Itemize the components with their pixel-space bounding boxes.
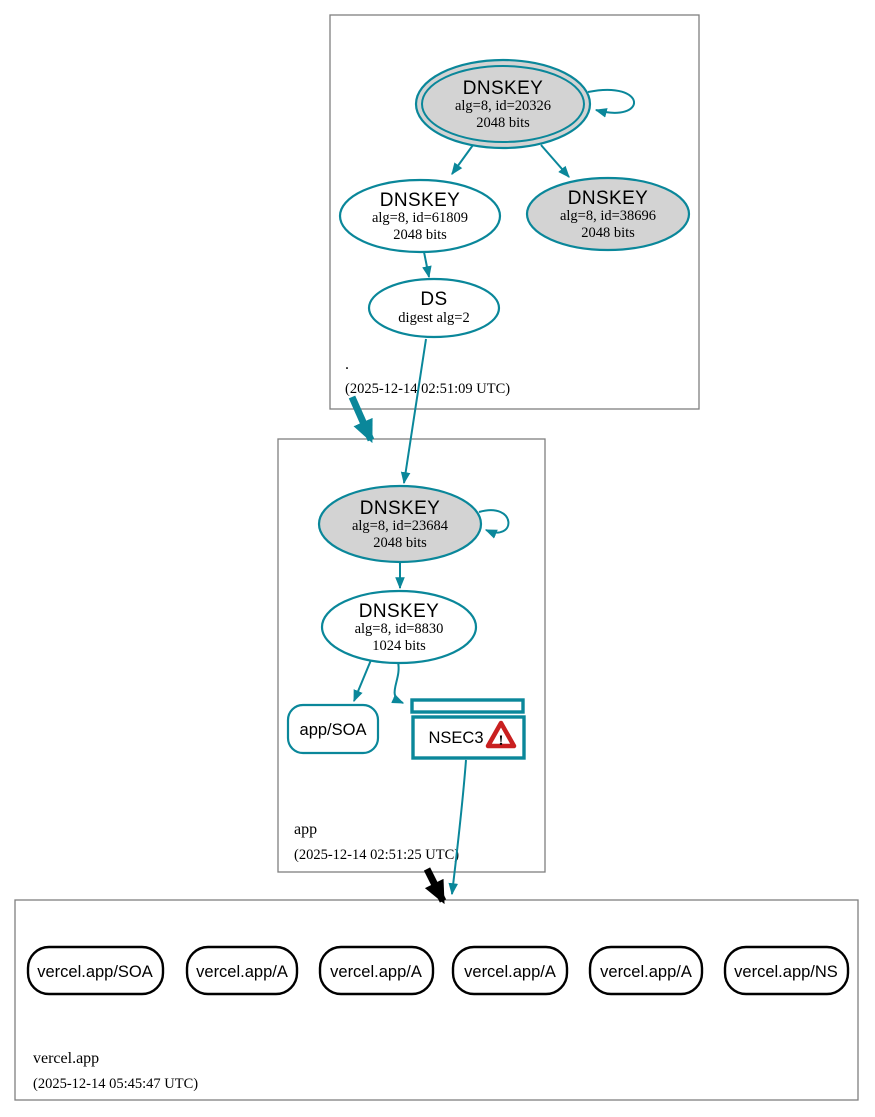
nsec3-label: NSEC3 <box>428 729 483 747</box>
zone-timestamp-root: (2025-12-14 02:51:09 UTC) <box>345 381 510 397</box>
dnskey-38696-ellipse <box>525 176 691 252</box>
rrset-rect <box>451 945 569 996</box>
rrset-vercel-app-a-3: vercel.app/A <box>451 945 569 996</box>
dnskey-20326-bits: 2048 bits <box>476 115 530 131</box>
dnskey-8830-bits: 1024 bits <box>372 638 426 654</box>
dnskey-38696-node: DNSKEY alg=8, id=38696 2048 bits <box>525 176 691 252</box>
edge-20326-to-61809 <box>451 144 474 175</box>
warning-triangle-shape <box>485 720 517 749</box>
dnskey-61809-bits: 2048 bits <box>393 227 447 243</box>
dnskey-23684-alg: alg=8, id=23684 <box>352 518 449 534</box>
edge-61809-to-ds <box>422 251 432 279</box>
edge-root-ksk-self-sign <box>587 89 635 118</box>
ds-digest: digest alg=2 <box>398 310 469 326</box>
rrset-vercel-app-a-2: vercel.app/A <box>318 945 435 996</box>
dnskey-38696-title: DNSKEY <box>568 188 649 209</box>
dnskey-8830-alg: alg=8, id=8830 <box>355 621 444 637</box>
rrset-label: vercel.app/SOA <box>37 963 153 981</box>
zone-timestamp-app: (2025-12-14 02:51:25 UTC) <box>294 847 459 863</box>
dnskey-23684-ellipse <box>317 484 483 564</box>
dnskey-8830-title: DNSKEY <box>359 601 440 622</box>
dnskey-20326-outer-ellipse <box>414 58 592 150</box>
app-soa-node: app/SOA <box>286 703 380 755</box>
edge-8830-to-app-soa <box>353 659 372 703</box>
rrset-label: vercel.app/A <box>464 963 556 981</box>
rrset-rect <box>26 945 165 996</box>
zone-label-root: . <box>345 356 349 373</box>
rrset-vercel-app-a-1: vercel.app/A <box>185 945 299 996</box>
dnskey-8830-node: DNSKEY alg=8, id=8830 1024 bits <box>320 589 478 665</box>
edge-20326-to-38696 <box>540 144 570 178</box>
edge-app-ksk-self-sign <box>478 509 510 539</box>
dnskey-20326-alg: alg=8, id=20326 <box>455 98 551 114</box>
edge-delegation-root-to-app <box>348 395 375 444</box>
rrset-vercel-app-ns: vercel.app/NS <box>723 945 850 996</box>
warning-exclamation: ! <box>499 733 504 749</box>
edge-delegation-app-to-vercel-app-insecure <box>423 867 447 905</box>
dnskey-61809-title: DNSKEY <box>380 190 461 211</box>
zone-timestamp-vercel-app: (2025-12-14 05:45:47 UTC) <box>33 1076 198 1092</box>
rrset-rect <box>318 945 435 996</box>
dnskey-8830-ellipse <box>320 589 478 665</box>
nsec3-node: NSEC3 ! <box>410 698 526 760</box>
dnskey-20326-inner-ellipse <box>421 65 585 143</box>
app-soa-rect <box>286 703 380 755</box>
dnskey-23684-title: DNSKEY <box>360 498 441 519</box>
warning-triangle-icon: ! <box>485 720 517 749</box>
rrset-rect <box>723 945 850 996</box>
rrset-vercel-app-soa: vercel.app/SOA <box>26 945 165 996</box>
rrset-vercel-app-a-4: vercel.app/A <box>588 945 704 996</box>
ds-title: DS <box>420 289 447 310</box>
rrset-label: vercel.app/A <box>330 963 422 981</box>
dnskey-61809-alg: alg=8, id=61809 <box>372 210 468 226</box>
rrset-rect <box>185 945 299 996</box>
ds-node: DS digest alg=2 <box>367 277 501 339</box>
dnskey-61809-ellipse <box>338 178 502 254</box>
ds-ellipse <box>367 277 501 339</box>
dnskey-20326-node: DNSKEY alg=8, id=20326 2048 bits <box>414 58 592 150</box>
nsec3-top-band <box>410 698 525 714</box>
edge-8830-to-nsec3 <box>391 661 405 704</box>
rrset-label: vercel.app/A <box>196 963 288 981</box>
zone-box-vercel-app <box>14 899 859 1101</box>
dnskey-38696-bits: 2048 bits <box>581 225 635 241</box>
rrset-label: vercel.app/NS <box>734 963 838 981</box>
zone-label-app: app <box>294 821 317 838</box>
zone-label-vercel-app: vercel.app <box>33 1050 99 1067</box>
rrset-rect <box>588 945 704 996</box>
rrset-label: vercel.app/A <box>600 963 692 981</box>
edge-nsec3-to-vercel-app <box>448 759 467 896</box>
dnskey-61809-node: DNSKEY alg=8, id=61809 2048 bits <box>338 178 502 254</box>
app-soa-label: app/SOA <box>300 721 367 739</box>
dnskey-23684-bits: 2048 bits <box>373 535 427 551</box>
dnskey-20326-title: DNSKEY <box>463 78 544 99</box>
edge-ds-to-23684 <box>400 338 427 485</box>
dnskey-38696-alg: alg=8, id=38696 <box>560 208 656 224</box>
dnskey-23684-node: DNSKEY alg=8, id=23684 2048 bits <box>317 484 483 564</box>
